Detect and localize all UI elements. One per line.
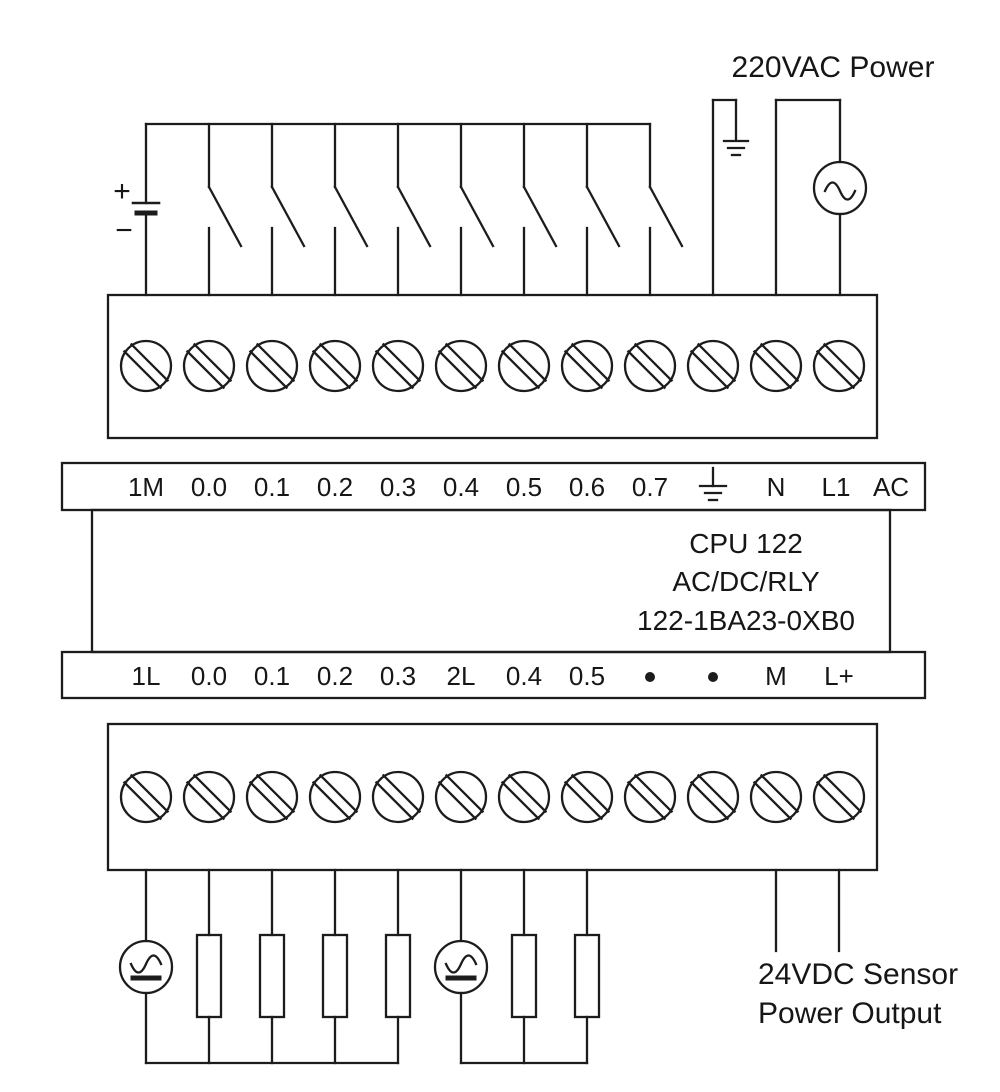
output-load-resistor [321,868,349,1065]
output-ac-source-icon [120,870,172,1063]
screw-terminal [560,770,614,824]
top-terminal-label-row: 1M 0.0 0.1 0.2 0.3 0.4 0.5 0.6 0.7 N L1 … [60,461,927,512]
screw-terminal [182,770,236,824]
screw-terminal [182,339,236,393]
input-switch [207,122,243,297]
bottom-terminal-label-row: 1L 0.0 0.1 0.2 0.3 2L 0.4 0.5 M L+ [60,650,927,700]
dc-sensor-power-label-line1: 24VDC Sensor [758,958,958,991]
screw-terminal [812,770,866,824]
bottom-terminal-block [106,722,879,872]
terminal-label: 0.0 [191,661,227,691]
screw-terminal [497,339,551,393]
dc-sensor-power-label-line2: Power Output [758,997,942,1030]
screw-terminal [686,339,740,393]
terminal-label: M [765,661,787,691]
input-switch [522,122,558,297]
terminal-label: L+ [824,661,854,691]
output-load-resistor [258,868,286,1065]
screw-terminal [119,339,173,393]
input-switch [270,122,306,297]
terminal-label: N [767,472,786,502]
screw-terminal [560,339,614,393]
output-load-resistor [510,868,538,1065]
terminal-label: 0.7 [632,472,668,502]
earth-ground-icon [722,139,750,157]
input-switch [459,122,495,297]
terminal-label: 0.5 [506,472,542,502]
screw-terminal [623,770,677,824]
screw-terminal [245,339,299,393]
screw-terminal [623,339,677,393]
terminal-label: 1L [132,661,161,691]
terminal-label: AC [873,472,909,502]
top-terminal-block [106,293,879,440]
terminal-label: 0.3 [380,661,416,691]
input-switch [333,122,369,297]
earth-ground-icon [698,466,728,502]
screw-terminal [497,770,551,824]
cpu-part-number-label: 122-1BA23-0XB0 [637,605,855,636]
input-switch [585,122,621,297]
terminal-label: 0.3 [380,472,416,502]
screw-terminal [812,339,866,393]
terminal-label: 0.6 [569,472,605,502]
terminal-label: L1 [822,472,851,502]
output-load-resistor [384,868,412,1065]
terminal-label: 2L [447,661,476,691]
battery-plus-sign: + [113,175,131,208]
output-load-resistor [573,868,601,1065]
cpu-model-label: CPU 122 [689,528,803,559]
sensor-power-output-wires [774,868,841,953]
screw-terminal [434,770,488,824]
ac-power-label: 220VAC Power [732,51,935,84]
terminal-label: 0.1 [254,472,290,502]
terminal-label: 0.4 [443,472,479,502]
ac-source-icon [812,160,868,216]
screw-terminal [686,770,740,824]
cpu-module: CPU 122 AC/DC/RLY 122-1BA23-0XB0 [90,508,892,654]
unused-terminal-dot [708,672,718,682]
screw-terminal [434,339,488,393]
cpu-power-spec-label: AC/DC/RLY [672,566,820,597]
terminal-label: 1M [128,472,164,502]
screw-terminal [245,770,299,824]
screw-terminal [119,770,173,824]
ac-mains-branch [774,98,868,297]
output-load-resistor [195,868,223,1065]
screw-terminal [371,339,425,393]
screw-terminal [749,339,803,393]
input-switch [648,122,684,297]
terminal-label: 0.2 [317,661,353,691]
screw-terminal [308,339,362,393]
battery-symbol: + − [113,122,161,297]
battery-minus-sign: − [115,214,133,247]
screw-terminal [371,770,425,824]
terminal-label: 0.1 [254,661,290,691]
terminal-label: 0.4 [506,661,542,691]
screw-terminal [749,770,803,824]
unused-terminal-dot [645,672,655,682]
earth-ground-branch [711,98,750,297]
input-switch [396,122,432,297]
terminal-label: 0.0 [191,472,227,502]
output-ac-source-icon [435,870,487,1063]
screw-terminal [308,770,362,824]
terminal-label: 0.2 [317,472,353,502]
terminal-label: 0.5 [569,661,605,691]
